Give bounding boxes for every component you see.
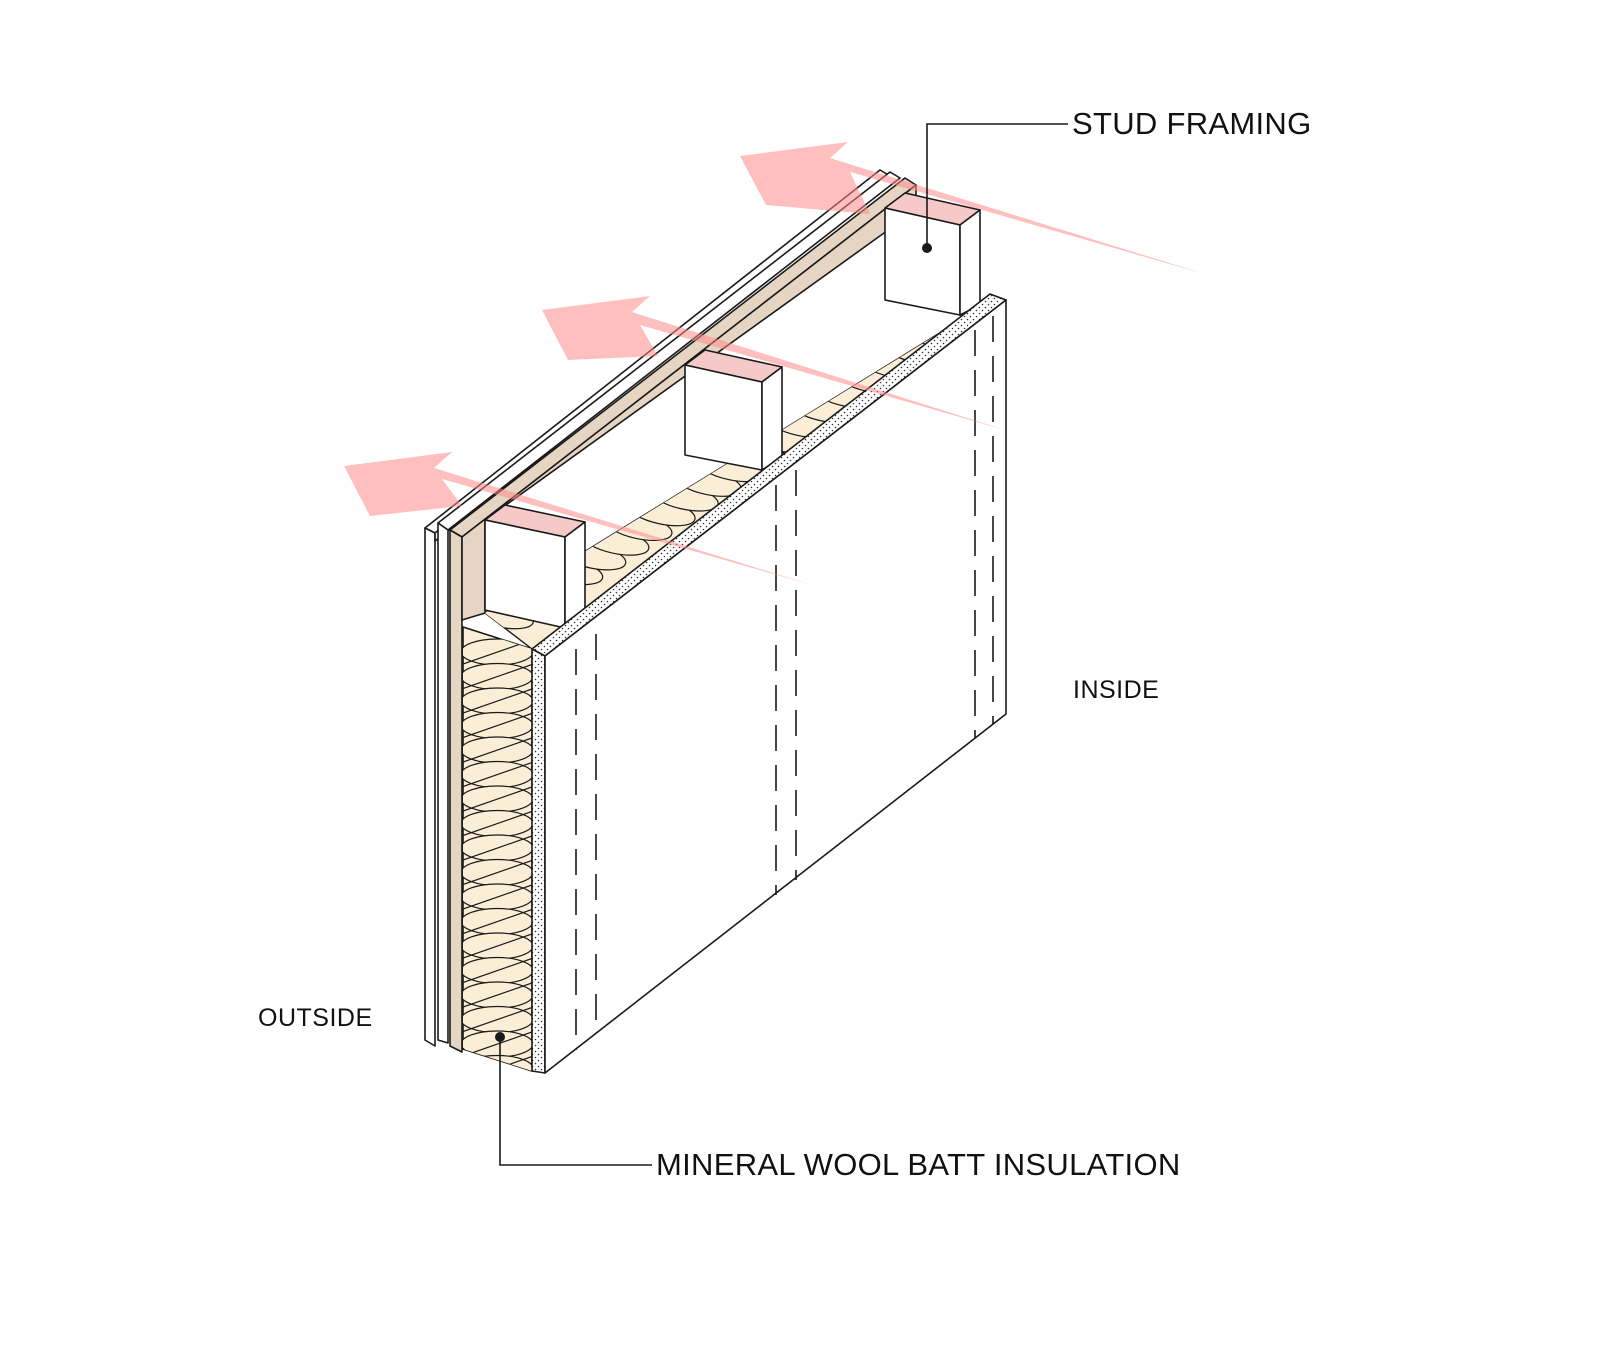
stud-3-face	[884, 207, 961, 316]
insulation-batt-fiber	[463, 810, 532, 837]
stud-3	[884, 192, 981, 316]
insulation-batt-fiber	[463, 663, 532, 690]
insulation-front-batts	[463, 638, 532, 1071]
mineral-wool-label: MINERAL WOOL BATT INSULATION	[656, 1147, 1181, 1182]
insulation-batt-fiber	[463, 761, 532, 788]
insulation-batt-fiber	[463, 712, 532, 739]
insulation-batt-fiber	[463, 957, 532, 984]
insulation-batt-fiber	[463, 1031, 532, 1057]
exterior-cladding	[424, 169, 901, 1047]
hidden-stud-lines	[575, 316, 994, 1050]
stud-3-side	[959, 209, 981, 316]
insulation-batt-fiber	[463, 737, 532, 763]
insulation-batt-fiber	[463, 982, 532, 1008]
cladding-board-inner-face	[437, 522, 449, 1044]
insulation-batt-fiber	[463, 908, 532, 935]
insulation-batt-fiber	[463, 884, 532, 910]
heat-arrow-middle	[542, 296, 1005, 430]
outside-label: OUTSIDE	[258, 1004, 373, 1032]
insulation-batt-fiber	[463, 688, 532, 714]
drywall-front-edge	[531, 648, 546, 1074]
insulation-batt-fiber	[463, 786, 532, 812]
heat-flow-arrows	[344, 142, 1208, 585]
insulation-batt-fiber	[463, 1006, 532, 1033]
stud-2	[684, 349, 783, 471]
callout-mineral-wool	[495, 1032, 652, 1166]
stud-1-face	[484, 519, 566, 629]
insulation-batt-fiber	[463, 933, 532, 959]
stud-1	[484, 504, 586, 629]
insulation-front-cut	[462, 625, 533, 1073]
heat-arrow-bottom	[344, 452, 812, 585]
cladding-board-outer-face	[424, 527, 436, 1047]
heat-arrow-top	[740, 142, 1208, 275]
callout-stud-framing	[922, 123, 1068, 253]
insulation-batt-fiber	[463, 859, 532, 886]
stud-2-face	[684, 364, 763, 471]
stud-2-side	[761, 366, 783, 471]
stud-framing	[484, 192, 981, 629]
inside-label: INSIDE	[1073, 676, 1160, 704]
insulation-batt-fiber	[463, 835, 532, 861]
stud-framing-label: STUD FRAMING	[1072, 106, 1312, 141]
sheathing-front-edge	[449, 529, 463, 1053]
